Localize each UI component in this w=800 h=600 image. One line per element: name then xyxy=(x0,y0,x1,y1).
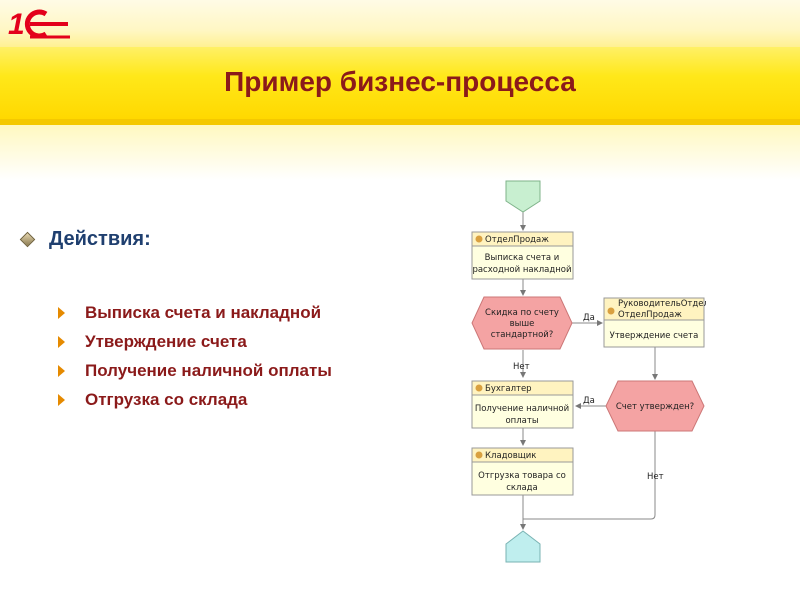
edge-label-no: Нет xyxy=(513,362,530,372)
task-text: Получение наличной xyxy=(475,404,569,414)
user-icon xyxy=(475,451,483,459)
list-item-label: Выписка счета и накладной xyxy=(85,302,322,322)
task-text: расходной накладной xyxy=(472,265,571,275)
task-role: ОтделПродаж xyxy=(618,310,682,320)
task-node-1: ОтделПродаж Выписка счета и расходной на… xyxy=(471,231,574,280)
task-text: Выписка счета и xyxy=(485,253,560,263)
business-process-diagram: ОтделПродаж Выписка счета и расходной на… xyxy=(471,180,706,563)
edge-label-no: Нет xyxy=(647,472,664,482)
top-gradient xyxy=(0,0,800,50)
user-icon xyxy=(475,235,483,243)
user-icon xyxy=(475,384,483,392)
task-text: Утверждение счета xyxy=(610,331,699,341)
task-text: Отгрузка товара со xyxy=(478,471,566,481)
list-item: Получение наличной оплаты xyxy=(58,356,332,385)
section-heading: Действия: xyxy=(49,228,151,250)
section-heading-row: Действия: xyxy=(19,228,151,251)
connectors xyxy=(520,210,658,530)
decision-node-1: Скидка по счету выше стандартной? xyxy=(471,296,573,350)
decision-text: Счет утвержден? xyxy=(616,402,694,412)
1c-logo: 1 xyxy=(8,8,70,41)
list-item: Выписка счета и накладной xyxy=(58,298,332,327)
list-item-label: Получение наличной оплаты xyxy=(85,360,332,380)
list-item: Отгрузка со склада xyxy=(58,385,332,414)
triangle-bullet-icon xyxy=(58,335,65,348)
list-item: Утверждение счета xyxy=(58,327,332,356)
list-item-label: Отгрузка со склада xyxy=(85,389,248,409)
action-list: Выписка счета и накладной Утверждение сч… xyxy=(58,298,332,414)
task-role: Бухгалтер xyxy=(485,384,532,394)
title-banner xyxy=(0,47,800,119)
list-item-label: Утверждение счета xyxy=(85,331,247,351)
banner-rule xyxy=(0,119,800,125)
decision-text: выше xyxy=(510,319,535,329)
page-title: Пример бизнес-процесса xyxy=(224,66,576,97)
decision-node-2: Счет утвержден? xyxy=(605,380,705,432)
task-role: Кладовщик xyxy=(485,451,536,461)
banner-fade xyxy=(0,125,800,180)
task-node-3: Бухгалтер Получение наличной оплаты xyxy=(471,380,574,429)
decision-text: Скидка по счету xyxy=(485,308,559,318)
task-role: РуководительОтдел xyxy=(618,299,706,309)
triangle-bullet-icon xyxy=(58,393,65,406)
start-node xyxy=(505,180,541,213)
edge-decision2-no xyxy=(523,431,656,520)
triangle-bullet-icon xyxy=(58,364,65,377)
svg-text:1: 1 xyxy=(8,8,25,41)
task-text: склада xyxy=(506,483,538,493)
task-node-4: Кладовщик Отгрузка товара со склада xyxy=(471,447,574,496)
edge-label-yes: Да xyxy=(583,313,595,323)
edge-label-yes: Да xyxy=(583,396,595,406)
end-node xyxy=(505,530,541,563)
triangle-bullet-icon xyxy=(58,306,65,319)
diamond-bullet-icon xyxy=(19,231,36,248)
decision-text: стандартной? xyxy=(491,330,554,340)
task-node-2: РуководительОтдел ОтделПродаж Утверждени… xyxy=(603,297,706,348)
user-icon xyxy=(607,307,615,315)
task-text: оплаты xyxy=(505,416,538,426)
task-role: ОтделПродаж xyxy=(485,235,549,245)
